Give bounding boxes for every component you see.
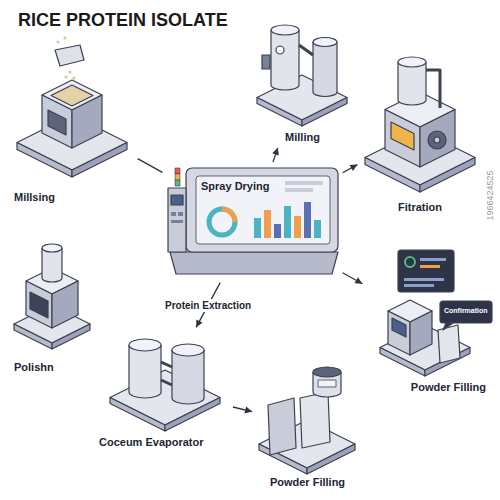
flow-arrow: [343, 165, 358, 173]
arrow-head: [355, 277, 363, 283]
console-screen-node: Spray Drying: [165, 165, 340, 280]
evaporator-tanks: [110, 339, 220, 431]
station-label: Milling: [285, 130, 320, 144]
diagram-title: RICE PROTEIN ISOLATE: [18, 10, 228, 31]
flow-arrow: [272, 148, 279, 162]
flow-arrow: [138, 159, 163, 173]
polishing-machine: [14, 244, 90, 349]
flow-arrow: [233, 407, 252, 414]
station-label: Spray Drying: [201, 179, 269, 193]
edge-label: Protein Extraction: [162, 299, 254, 312]
millsing-machine: [17, 36, 127, 177]
filtration-unit: [365, 57, 475, 192]
station-label: Millsing: [14, 190, 55, 204]
flow-arrow: [343, 273, 363, 284]
arrow-head: [196, 320, 202, 328]
callout-text: Confirmation: [444, 307, 488, 315]
flow-line: [343, 273, 363, 284]
station-label: Powder Filling: [411, 380, 486, 394]
station-label: Fitration: [398, 200, 442, 214]
process-station: Powder Filling: [365, 245, 490, 395]
powder-bags: [259, 367, 355, 474]
watermark: 1966424525: [485, 170, 496, 220]
process-station: Milling: [250, 5, 355, 145]
arrow-head: [350, 165, 358, 171]
arrow-head: [272, 148, 279, 156]
station-label: Powder Filling: [270, 475, 345, 489]
flow-line: [138, 159, 163, 173]
flow-line: [343, 165, 358, 173]
milling-tanks: [257, 25, 347, 126]
process-station: Coceum Evaporator: [95, 330, 230, 450]
process-station: Powder Filling: [255, 360, 360, 490]
station-label: Polishn: [14, 360, 54, 374]
process-station: Fitration: [360, 45, 480, 215]
process-station: Polishn: [10, 235, 95, 375]
arrow-head: [244, 407, 252, 414]
station-label: Coceum Evaporator: [99, 435, 204, 449]
process-station: Millsing: [10, 40, 135, 205]
spray-dryer-console: [168, 168, 338, 274]
filling-station: [380, 250, 492, 376]
